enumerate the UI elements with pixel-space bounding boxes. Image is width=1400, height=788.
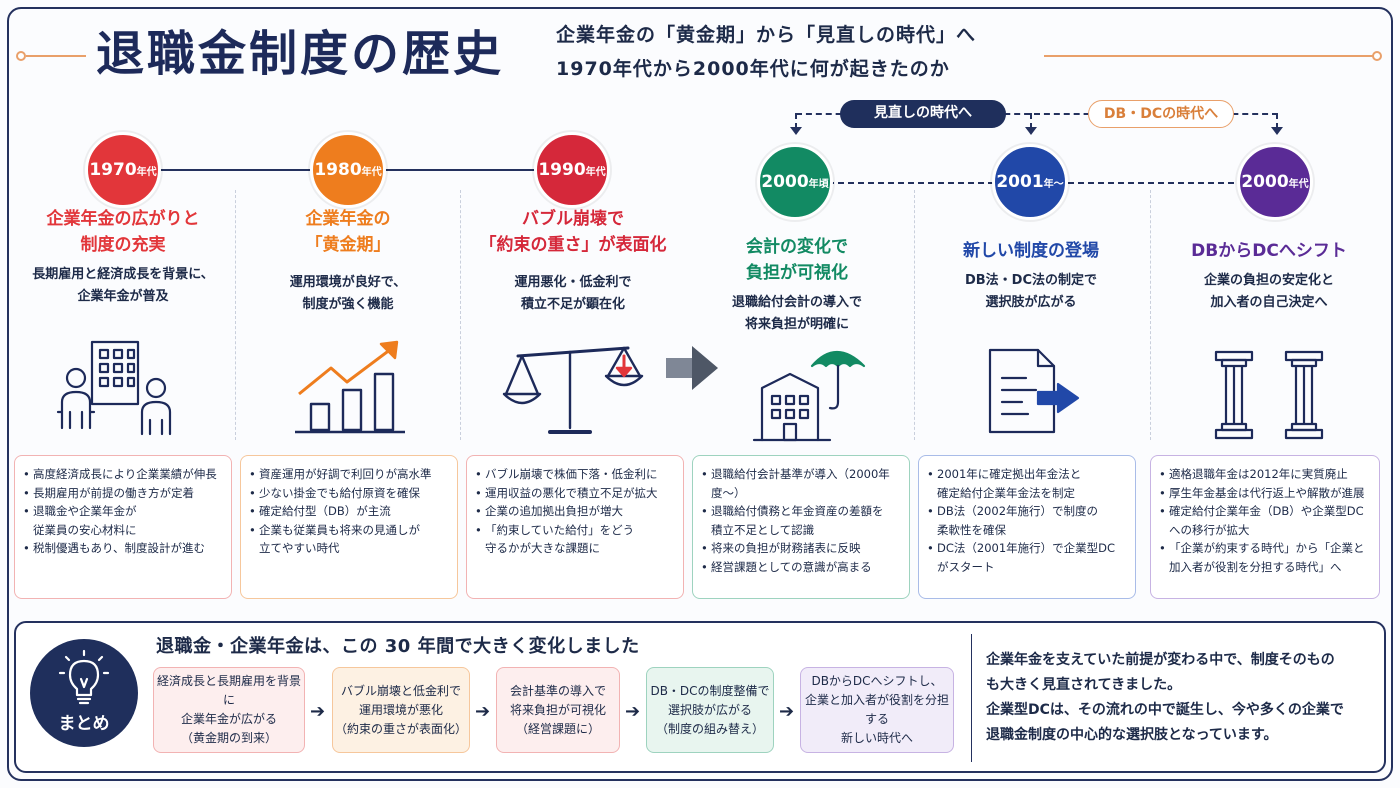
era-point-item: 退職給付債務と年金資産の差額を 積立不足として認識 xyxy=(701,502,901,539)
summary-step-5: DBからDCへシフトし、 企業と加入者が役割を分担する 新しい時代へ xyxy=(800,667,954,753)
era-point-item: 確定給付型（DB）が主流 xyxy=(249,502,449,521)
era-points-card-1990: バブル崩壊で株価下落・低金利に運用収益の悪化で積立不足が拡大企業の追加拠出負担が… xyxy=(466,455,684,599)
summary-title: 退職金・企業年金は、この 30 年間で大きく変化しました xyxy=(156,636,640,657)
review-bracket-left xyxy=(795,113,797,129)
building-umbrella-icon xyxy=(684,336,910,446)
summary-step-3: 会計基準の導入で 将来負担が可視化 （経営課題に） xyxy=(496,667,620,753)
dbdc-bracket-right xyxy=(1276,113,1278,129)
era-point-item: 将来の負担が財務諸表に反映 xyxy=(701,539,901,558)
label-review-era: 見直しの時代へ xyxy=(840,100,1006,128)
era-points-card-1980: 資産運用が好調で利回りが高水準少ない掛金でも給付原資を確保確定給付型（DB）が主… xyxy=(240,455,458,599)
page-subtitle-2: 1970年代から2000年代に何が起きたのか xyxy=(556,58,950,80)
page-subtitle-1: 企業年金の「黄金期」から「見直しの時代」へ xyxy=(556,24,977,46)
era-points-card-2000: 退職給付会計基準が導入（2000年度〜）退職給付債務と年金資産の差額を 積立不足… xyxy=(692,455,910,599)
era-column-2001: 新しい制度の登場 DB法・DC法の制定で 選択肢が広がる xyxy=(918,238,1144,314)
era-point-item: 税制優遇もあり、制度設計が進む xyxy=(23,539,223,558)
era-column-1970: 企業年金の広がりと 制度の充実 長期雇用と経済成長を背景に、 企業年金が普及 xyxy=(10,206,236,308)
era-title: 新しい制度の登場 xyxy=(963,241,1099,261)
era-point-item: 「約束していた給付」をどう 守るかが大きな課題に xyxy=(475,521,675,558)
summary-text: 企業年金を支えていた前提が変わる中で、制度そのもの も大きく見直されてきました。… xyxy=(986,652,1344,743)
summary-step-2: バブル崩壊と低金利で 運用環境が悪化 （約束の重さが表面化） xyxy=(332,667,470,753)
column-separator xyxy=(914,190,915,440)
era-point-item: 確定給付企業年金（DB）や企業型DC への移行が拡大 xyxy=(1159,502,1371,539)
era-point-item: 運用収益の悪化で積立不足が拡大 xyxy=(475,484,675,503)
step-arrow-icon: ➔ xyxy=(779,701,795,722)
summary-label: まとめ xyxy=(58,714,110,734)
step-arrow-icon: ➔ xyxy=(475,701,491,722)
era-point-item: 退職給付会計基準が導入（2000年度〜） xyxy=(701,465,901,502)
era-point-item: 少ない掛金でも給付原資を確保 xyxy=(249,484,449,503)
era-point-item: 高度経済成長により企業業績が伸長 xyxy=(23,465,223,484)
transition-arrow-icon xyxy=(666,346,718,390)
balance-scale-icon xyxy=(460,336,686,446)
era-column-1990: バブル崩壊で 「約束の重さ」が表面化 運用悪化・低金利で 積立不足が顕在化 xyxy=(460,206,686,316)
dbdc-arrow-2000s xyxy=(1271,127,1283,135)
people-building-icon xyxy=(10,336,236,446)
document-arrow-icon xyxy=(918,336,1144,446)
era-point-item: 企業の追加拠出負担が増大 xyxy=(475,502,675,521)
era-title: 企業年金の 「黄金期」 xyxy=(305,209,391,255)
step-arrow-icon: ➔ xyxy=(625,701,641,722)
era-points-card-1970: 高度経済成長により企業業績が伸長長期雇用が前提の働き方が定着退職金や企業年金が … xyxy=(14,455,232,599)
summary-step-1: 経済成長と長期雇用を背景に 企業年金が広がる （黄金期の到来） xyxy=(153,667,305,753)
era-point-item: 厚生年金基金は代行返上や解散が進展 xyxy=(1159,484,1371,503)
era-point-item: DC法（2001年施行）で企業型DC がスタート xyxy=(927,539,1127,576)
era-title: DBからDCへシフト xyxy=(1191,241,1347,261)
review-bracket-mid xyxy=(1030,113,1032,129)
era-description: 運用環境が良好で、 制度が強く機能 xyxy=(289,275,407,312)
era-point-item: 資産運用が好調で利回りが高水準 xyxy=(249,465,449,484)
era-column-2000s: DBからDCへシフト 企業の負担の安定化と 加入者の自己決定へ xyxy=(1156,238,1382,314)
column-separator xyxy=(235,190,236,440)
header-dot-right xyxy=(1372,51,1382,61)
page-frame xyxy=(7,7,1393,781)
review-bracket-line xyxy=(796,113,1278,115)
era-point-item: 退職金や企業年金が 従業員の安心材料に xyxy=(23,502,223,539)
page-title: 退職金制度の歴史 xyxy=(96,26,505,82)
era-points-card-2001: 2001年に確定拠出年金法と 確定給付企業年金法を制定DB法（2002年施行）で… xyxy=(918,455,1136,599)
era-point-item: 長期雇用が前提の働き方が定着 xyxy=(23,484,223,503)
era-description: 長期雇用と経済成長を背景に、 企業年金が普及 xyxy=(32,267,214,304)
era-points-card-2000s: 適格退職年金は2012年に実質廃止厚生年金基金は代行返上や解散が進展確定給付企業… xyxy=(1150,455,1380,599)
era-description: DB法・DC法の制定で 選択肢が広がる xyxy=(964,273,1098,310)
era-point-item: 「企業が約束する時代」から「企業と 加入者が役割を分担する時代」へ xyxy=(1159,539,1371,576)
era-point-item: 2001年に確定拠出年金法と 確定給付企業年金法を制定 xyxy=(927,465,1127,502)
era-description: 退職給付会計の導入で 将来負担が明確に xyxy=(731,295,862,332)
column-separator xyxy=(1150,190,1151,440)
pillars-icon xyxy=(1156,336,1382,446)
lightbulb-icon xyxy=(58,649,110,705)
era-point-item: バブル崩壊で株価下落・低金利に xyxy=(475,465,675,484)
era-point-item: 企業も従業員も将来の見通しが 立てやすい時代 xyxy=(249,521,449,558)
era-title: 企業年金の広がりと 制度の充実 xyxy=(46,209,200,255)
era-point-item: 適格退職年金は2012年に実質廃止 xyxy=(1159,465,1371,484)
era-column-1980: 企業年金の 「黄金期」 運用環境が良好で、 制度が強く機能 xyxy=(235,206,461,316)
era-description: 企業の負担の安定化と 加入者の自己決定へ xyxy=(1203,273,1334,310)
summary-badge: まとめ xyxy=(30,639,138,747)
label-dbdc-era: DB・DCの時代へ xyxy=(1088,100,1234,128)
header-line-right xyxy=(1044,55,1374,57)
growth-chart-icon xyxy=(235,336,461,446)
era-point-item: DB法（2002年施行）で制度の 柔軟性を確保 xyxy=(927,502,1127,539)
summary-divider xyxy=(971,634,972,762)
step-arrow-icon: ➔ xyxy=(310,701,326,722)
review-arrow-2000 xyxy=(790,127,802,135)
column-separator xyxy=(460,190,461,440)
era-column-2000: 会計の変化で 負担が可視化 退職給付会計の導入で 将来負担が明確に xyxy=(684,234,910,336)
header-line-left xyxy=(26,55,86,57)
header-dot-left xyxy=(16,51,26,61)
summary-step-4: DB・DCの制度整備で 選択肢が広がる （制度の組み替え） xyxy=(646,667,774,753)
era-title: 会計の変化で 負担が可視化 xyxy=(746,237,848,283)
era-description: 運用悪化・低金利で 積立不足が顕在化 xyxy=(514,275,632,312)
era-point-item: 経営課題としての意識が高まる xyxy=(701,558,901,577)
review-arrow-2001 xyxy=(1025,127,1037,135)
era-title: バブル崩壊で 「約束の重さ」が表面化 xyxy=(479,209,667,255)
